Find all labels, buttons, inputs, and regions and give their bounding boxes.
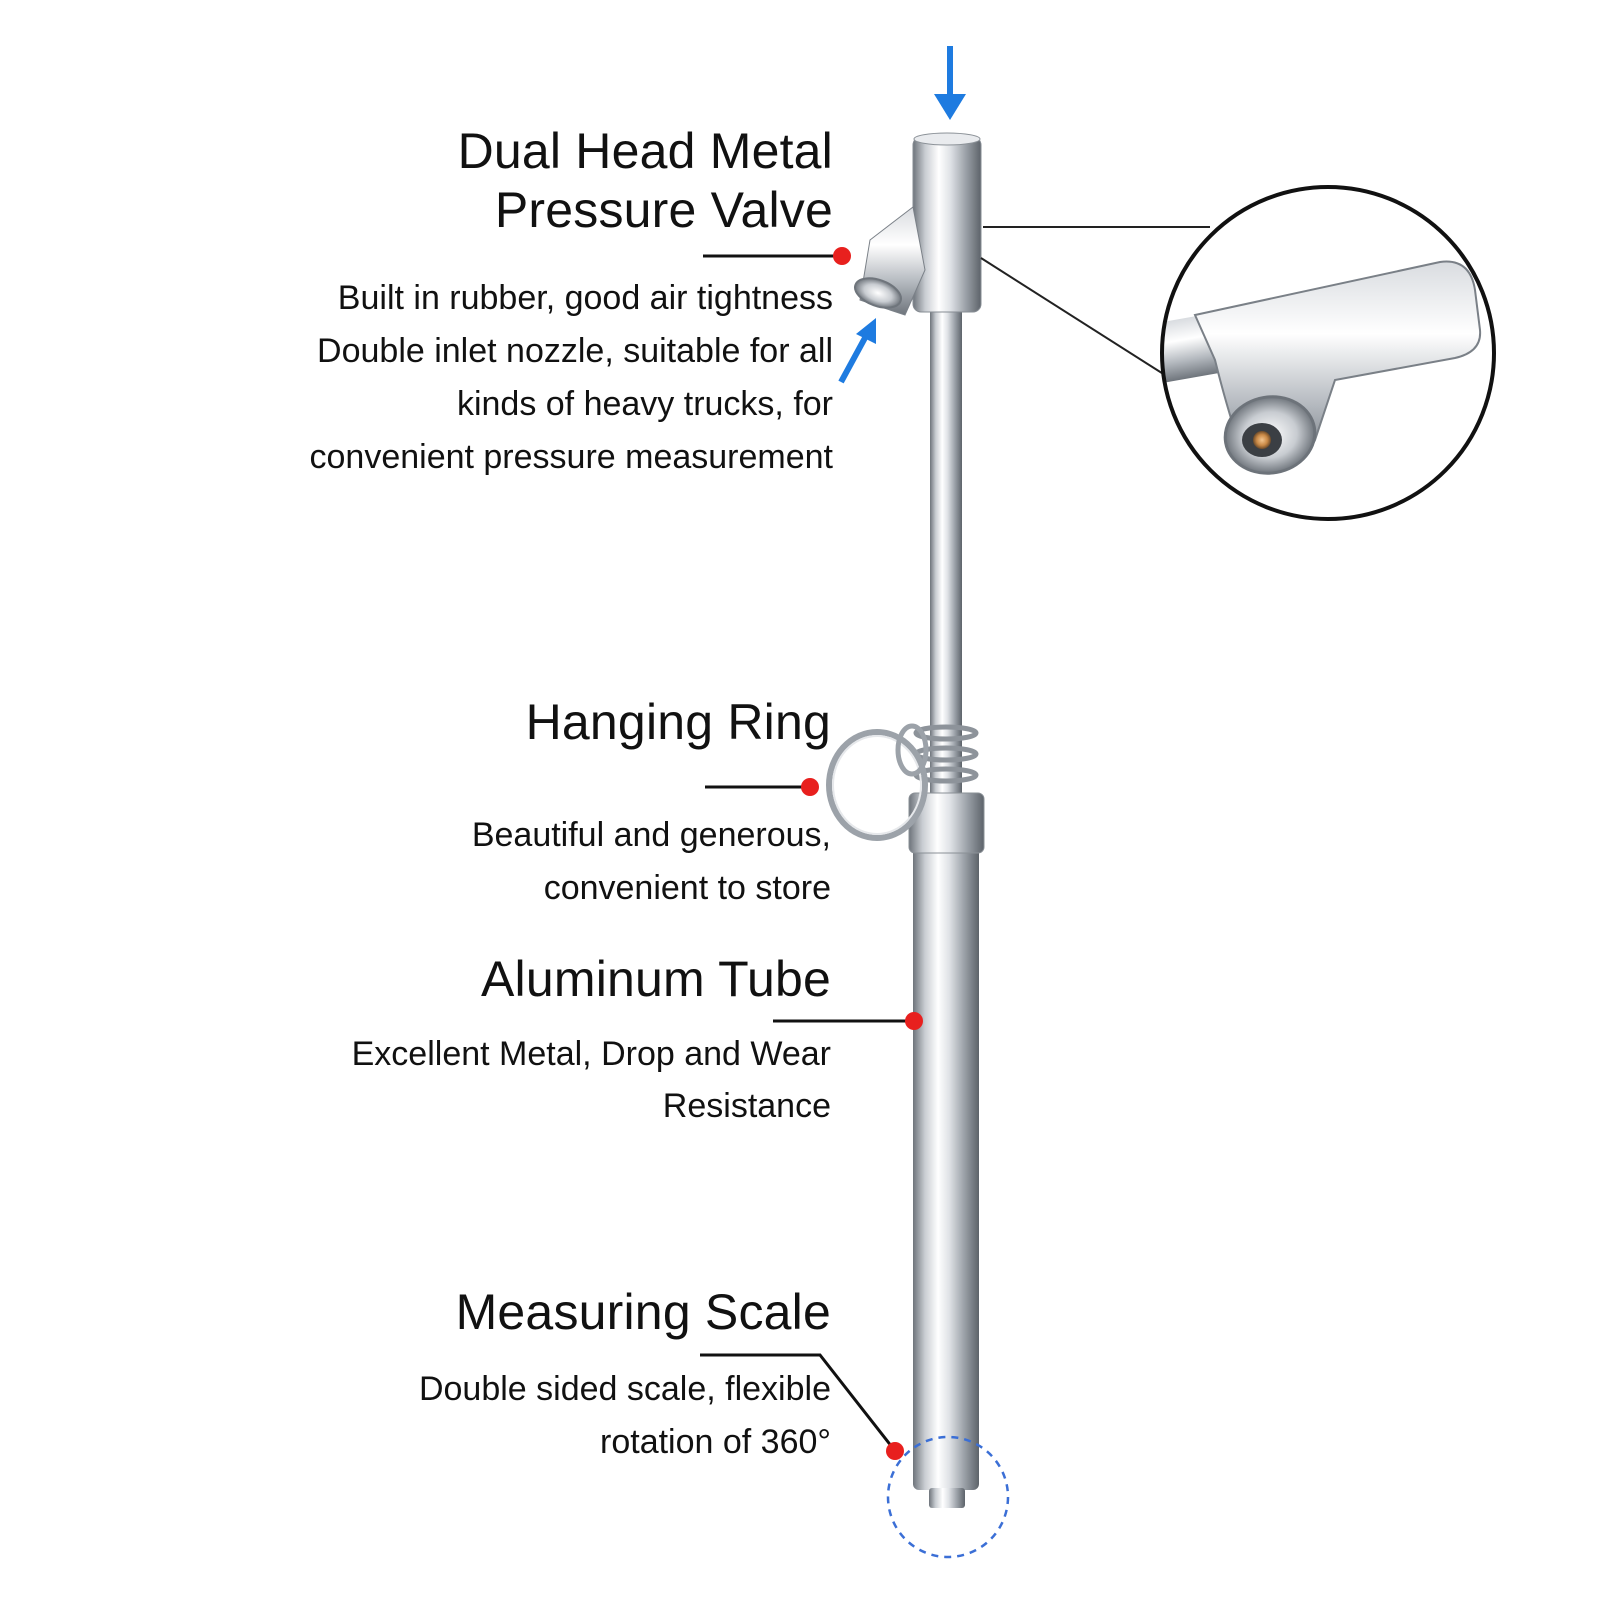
callout-dot-icon <box>905 1012 923 1030</box>
scale-desc-line-1: Double sided scale, flexible <box>418 1370 831 1408</box>
ring-desc-line-2: convenient to store <box>543 869 831 907</box>
ring-title: Hanging Ring <box>525 694 831 750</box>
hanging-ring <box>826 729 928 841</box>
scale-title: Measuring Scale <box>455 1284 831 1340</box>
diagonal-arrow-icon <box>838 318 876 384</box>
valve-desc-line-1: Built in rubber, good air tightness <box>337 279 833 317</box>
valve-title-line-1: Dual Head Metal <box>457 123 833 179</box>
callout-dot-icon <box>833 247 851 265</box>
valve-title-line-2: Pressure Valve <box>494 182 833 238</box>
tube-end-cap <box>929 1488 965 1508</box>
measuring-scale-rod <box>930 300 962 800</box>
zoom-connector-bottom <box>980 257 1166 376</box>
magnifier-circle-icon <box>1160 185 1496 521</box>
tube-desc-line-1: Excellent Metal, Drop and Wear <box>351 1035 831 1073</box>
callout-dot-icon <box>886 1442 904 1460</box>
scale-highlight-circle <box>886 1435 1010 1559</box>
aluminum-tube <box>913 845 979 1490</box>
valve-desc-line-2: Double inlet nozzle, suitable for all <box>317 332 833 370</box>
ring-desc-line-1: Beautiful and generous, <box>471 816 831 854</box>
down-arrow-icon <box>934 46 966 120</box>
callout-dot-icon <box>801 778 819 796</box>
valve-desc-line-4: convenient pressure measurement <box>309 438 834 476</box>
valve-head-body <box>912 136 982 313</box>
tube-title: Aluminum Tube <box>481 951 831 1007</box>
tube-desc-line-2: Resistance <box>662 1087 831 1125</box>
scale-leader-line <box>700 1353 894 1448</box>
valve-desc-line-3: kinds of heavy trucks, for <box>456 385 833 423</box>
scale-desc-line-2: rotation of 360° <box>600 1423 831 1461</box>
